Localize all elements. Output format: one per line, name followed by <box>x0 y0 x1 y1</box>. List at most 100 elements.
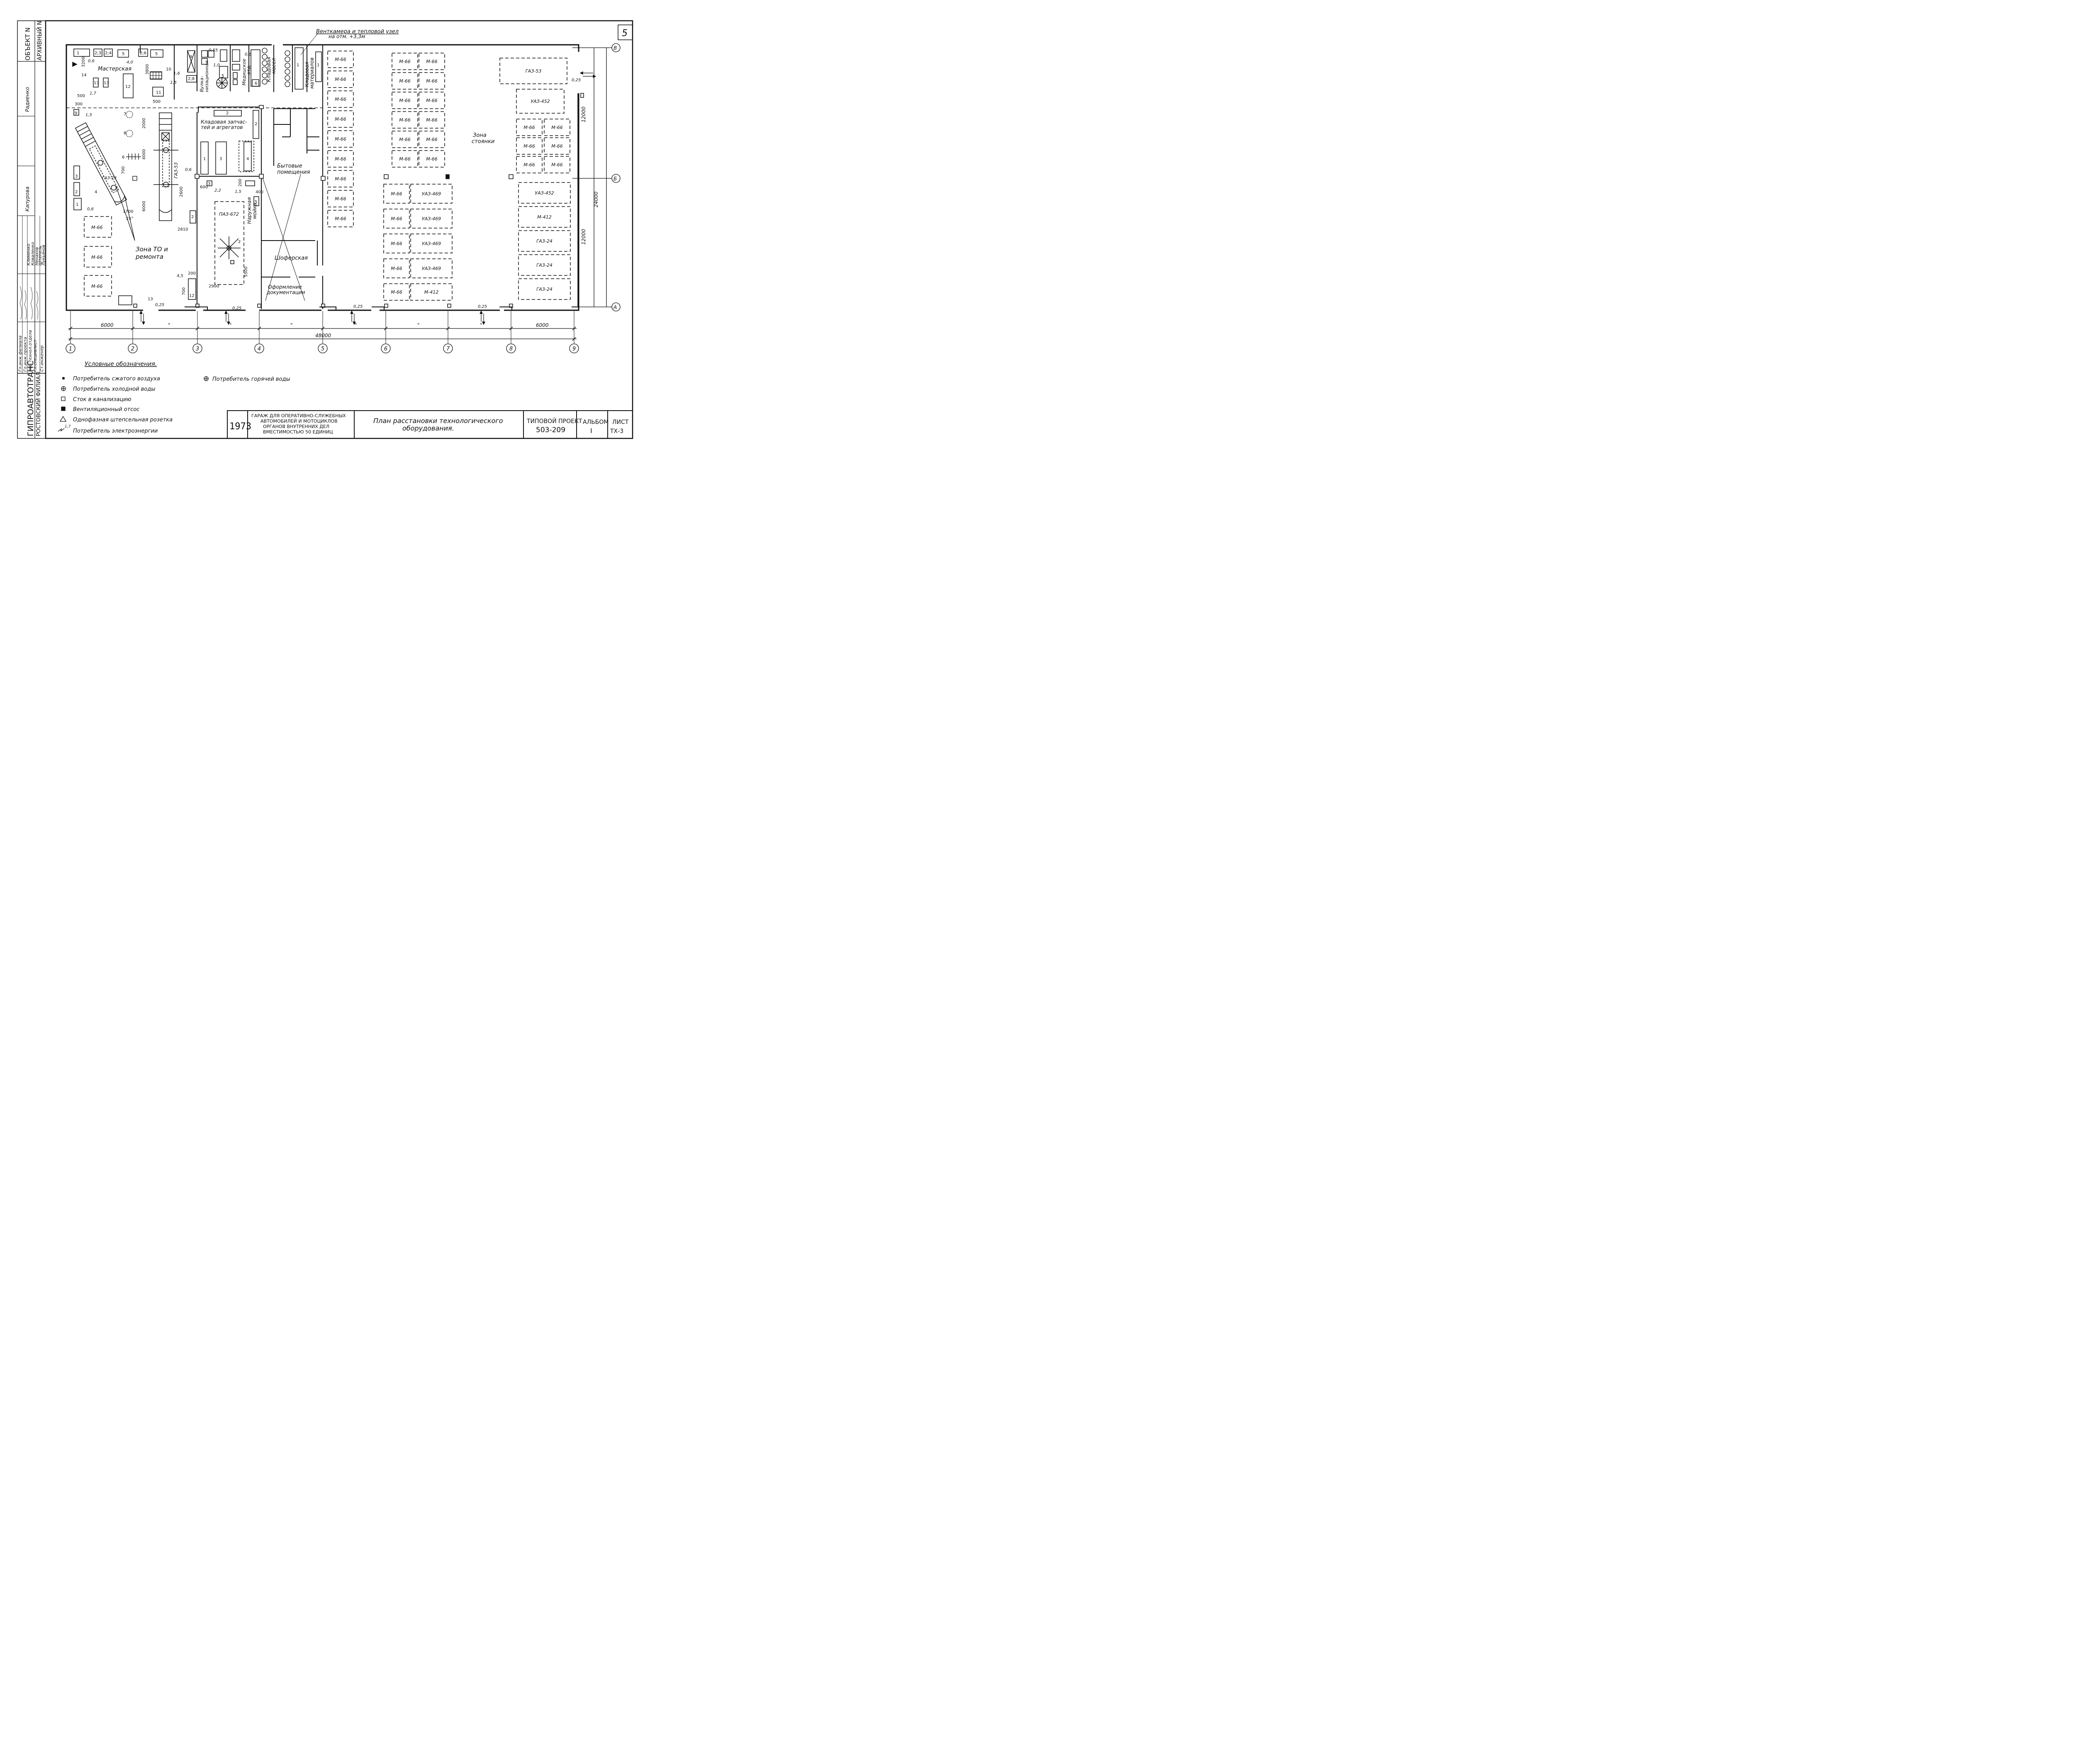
title-drawing-2: оборудования. <box>402 424 454 432</box>
power-label-06-d: 0,6 <box>245 52 251 57</box>
signature-role-1: Гл.инж.филиала <box>18 336 23 372</box>
legend-item-6-sample: 1,7 <box>65 425 71 429</box>
parking-spot-label: М-66 <box>335 57 346 62</box>
parking-spot-label: М-66 <box>551 144 562 149</box>
equip-num-14: 14 <box>81 73 87 78</box>
parking-spot <box>392 53 418 70</box>
axis-row-b: Б <box>613 176 617 182</box>
dim-height-total: 24000 <box>593 191 599 207</box>
interior-dimensions: 3200 3800 500 300 500 2000 4000 6000 260… <box>75 57 263 295</box>
dim-500-a: 500 <box>77 94 85 98</box>
dim-tick <box>257 326 261 331</box>
parking-spot-label: М-66 <box>391 266 402 271</box>
parking-spot <box>392 111 418 129</box>
building-walls <box>66 44 579 311</box>
power-label-025-d: 0,25 <box>478 304 487 309</box>
axis-bubbles-rows: В Б А <box>611 43 621 311</box>
parking-spot <box>419 92 445 109</box>
room-materials-2: материалов <box>309 57 315 89</box>
side-name-1-text: Радиенко <box>24 87 30 112</box>
axis-column-label: 1 <box>69 346 72 352</box>
equip-num-24: 2;4 <box>105 51 112 56</box>
axis-ticks <box>68 311 576 343</box>
power-labels: 0,6 4,0 1,6 1,5 1,7 1,5 0,6 2,2 1,5 0,6 … <box>85 48 581 311</box>
parking-spot <box>516 119 543 136</box>
floor-plan-drawing: 5 ОБЪЕКТ N АРХИВНЫЙ N Радиенко Капурова … <box>17 20 633 439</box>
parking-spot <box>518 278 571 300</box>
parking-spot-label: М-66 <box>335 136 346 142</box>
axis-column-circle <box>254 343 264 353</box>
signature-role-4: Гл.специалист <box>33 339 38 372</box>
parking-spot <box>327 150 354 168</box>
parking-spot <box>410 234 453 253</box>
parking-spots <box>327 51 571 301</box>
side-label-object-text: ОБЪЕКТ N <box>24 27 32 61</box>
axis-row-v-circle <box>611 43 621 52</box>
equip-num-13c: 13 <box>148 297 153 302</box>
parking-spot-label: М-66 <box>426 137 437 142</box>
power-label-055: 0,55 <box>209 48 218 53</box>
title-project-3: ОРГАНОВ ВНУТРЕННИХ ДЕЛ <box>263 424 329 429</box>
parking-spot-label: М-66 <box>523 162 535 168</box>
parking-spot-label: М-66 <box>335 97 346 102</box>
spare-parts-shelving <box>200 110 259 175</box>
dim-1700: 1700 <box>123 209 133 214</box>
socket-triangle-icon <box>59 416 67 422</box>
axis-column-circle <box>128 343 138 353</box>
parking-spot-label: М-66 <box>391 191 402 197</box>
room-repair-2: ремонта <box>135 253 163 260</box>
title-sheet-1: ЛИСТ <box>612 419 629 426</box>
parking-spot <box>419 131 445 148</box>
signature-name-2: Коваленко <box>31 242 35 265</box>
axis-column-circle <box>569 343 579 353</box>
dim-height-bottom: 12000 <box>581 229 587 245</box>
side-label-object: ОБЪЕКТ N <box>24 27 32 61</box>
vehicle-m66-repair-2: М-66 <box>91 255 102 260</box>
sheet-number: 5 <box>622 28 628 39</box>
axis-row-b-circle <box>611 174 621 183</box>
parking-spot <box>327 210 354 227</box>
dim-5500: 5500 <box>244 267 248 277</box>
legend-item-7: Потребитель горячей воды <box>212 376 290 382</box>
dim-tick <box>321 326 325 331</box>
parking-spot <box>516 89 565 114</box>
side-label-archive: АРХИВНЫЙ N <box>36 21 43 61</box>
side-name-2-text: Капурова <box>24 187 30 212</box>
power-label-025-c: 0,25 <box>353 304 363 309</box>
org-name-1: ГИПРОАВТОТРАНС <box>26 360 35 436</box>
parking-spot-label: М-66 <box>426 156 437 162</box>
equipment-numbers: 1 2;3 2;4 5 2;6 5 13 13 12 10 11 14 2;8 … <box>75 51 319 302</box>
parking-spot <box>419 53 445 70</box>
equip-num-10: 10 <box>166 67 171 72</box>
repair-zone-devices <box>116 111 141 241</box>
dim-ditto-2: " <box>229 322 232 328</box>
room-documents-1: Оформление <box>268 284 302 290</box>
dim-3800: 3800 <box>145 64 150 75</box>
power-label-40: 4,0 <box>127 60 133 65</box>
parking-spot <box>518 182 571 204</box>
parking-spot <box>410 184 453 204</box>
parking-spot-label: М-66 <box>426 59 437 64</box>
parking-spot <box>544 137 570 155</box>
parking-spot <box>419 111 445 129</box>
equip-num-2c: 2 <box>255 122 257 127</box>
power-label-15-c: 1,5 <box>235 190 241 194</box>
parking-spot <box>410 209 453 229</box>
dim-tick <box>384 326 388 331</box>
dim-200-a: 200 <box>188 271 196 276</box>
parking-spot-label: М-66 <box>399 137 410 142</box>
side-label-archive-text: АРХИВНЫЙ N <box>36 21 43 61</box>
legend-item-1: Потребитель сжатого воздуха <box>73 376 160 382</box>
parking-spot-label: М-66 <box>399 59 410 64</box>
dim-3200: 3200 <box>81 57 86 67</box>
parking-spot-label: М-66 <box>399 78 410 84</box>
title-album-2: I <box>590 427 592 435</box>
parking-spot <box>383 283 410 301</box>
equip-num-1b: 1 <box>76 202 78 207</box>
parking-spot <box>516 156 543 173</box>
equip-num-4a: 4 <box>95 190 97 195</box>
oil-storage-barrels <box>262 48 290 87</box>
room-oils-1: Кладовая <box>266 57 272 82</box>
equip-num-5a: 5 <box>122 52 124 56</box>
